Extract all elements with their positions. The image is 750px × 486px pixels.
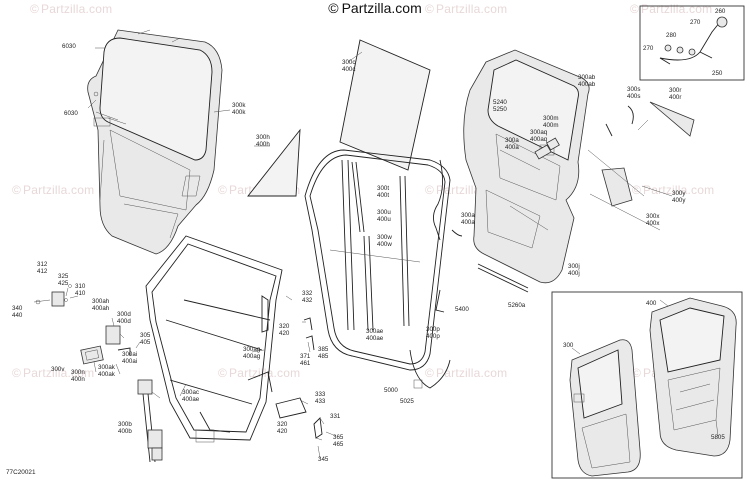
- part-label-340: 340 440: [12, 305, 23, 319]
- door-window-glass: [339, 39, 431, 171]
- door-inner-shell-right: [463, 49, 590, 284]
- part-label-5000: 5000: [384, 387, 398, 394]
- part-label-300d: 300d 400d: [117, 311, 131, 325]
- part-label-300n: 300n 400n: [71, 369, 85, 383]
- part-label-5400: 5400: [455, 306, 469, 313]
- copyright-symbol: ©: [328, 0, 339, 16]
- weather-strip: [477, 263, 529, 289]
- door-assembly-right: [649, 297, 737, 457]
- door-latch-rod: [137, 379, 163, 463]
- watermark: ©Partzilla.com: [12, 183, 95, 197]
- cover-panel: [601, 167, 633, 207]
- part-label-300v: 300v: [51, 366, 65, 373]
- diagram-reference-code: 77C20021: [6, 469, 36, 476]
- part-label-305: 305 405: [140, 332, 151, 346]
- part-label-332: 332 432: [302, 290, 313, 304]
- part-label-5260a: 5260a: [508, 302, 526, 309]
- door-outer-shell-left: [87, 29, 223, 255]
- part-label-6030: 6030: [64, 110, 78, 117]
- part-label-280: 280: [666, 32, 677, 39]
- part-label-320: 320 420: [279, 323, 290, 337]
- part-label-5025: 5025: [400, 398, 414, 405]
- part-label-325: 325 425: [58, 273, 69, 287]
- site-name: Partzilla.com: [341, 0, 422, 16]
- door-assembly-left: [569, 339, 641, 477]
- part-label-300a: 300a 400a: [505, 137, 519, 151]
- part-label-300ac: 300ac 400ae: [182, 389, 200, 403]
- part-label-300r: 300r 400r: [669, 87, 682, 101]
- part-label-270: 270: [643, 45, 654, 52]
- part-label-300m: 300m 400m: [543, 115, 559, 129]
- door-handle: [80, 345, 104, 365]
- part-label-300ae: 300ae 400ae: [366, 328, 384, 342]
- part-label-333: 333 433: [315, 391, 326, 405]
- part-label-300aq: 300aq 400aq: [530, 129, 548, 143]
- part-label-300: 300: [563, 342, 574, 349]
- part-label-300ai: 300ai 400ai: [122, 351, 138, 365]
- site-brand[interactable]: ©Partzilla.com: [0, 0, 750, 16]
- part-label-371: 371 461: [300, 353, 311, 367]
- latch-cable: [659, 16, 728, 65]
- part-label-310: 310 410: [75, 283, 86, 297]
- latch-hardware: [534, 105, 634, 160]
- part-label-300ab: 300ab 400ab: [578, 74, 596, 88]
- part-label-300ag: 300ag 400ag: [243, 346, 261, 360]
- part-label-270: 270: [690, 19, 701, 26]
- watermark: ©Partzilla.com: [425, 2, 508, 16]
- watermark: ©Partzilla.com: [425, 366, 508, 380]
- part-label-300ah: 300ah 400ah: [92, 298, 110, 312]
- part-label-250: 250: [712, 70, 723, 77]
- part-label-300b: 300b 400b: [118, 421, 132, 435]
- part-label-5240: 5240 5250: [493, 99, 507, 113]
- watermark: ©Partzilla.com: [30, 2, 113, 16]
- part-label-300u: 300u 400u: [377, 209, 391, 223]
- part-label-260: 260: [715, 8, 726, 15]
- part-label-300w: 300w 400w: [377, 234, 392, 248]
- inset-detail-assembly: [551, 291, 743, 479]
- part-label-345: 345: [318, 456, 329, 463]
- door-seal: [304, 149, 451, 371]
- part-label-320: 320 420: [277, 421, 288, 435]
- part-label-300h: 300h 400h: [256, 134, 270, 148]
- inset-detail-cable: [639, 5, 745, 81]
- part-label-300x: 300x 400x: [646, 213, 660, 227]
- door-frame-structure: [145, 235, 283, 443]
- part-label-365: 365 465: [333, 434, 344, 448]
- part-label-400: 400: [646, 300, 657, 307]
- trim-plate: [649, 101, 695, 137]
- part-label-331: 331: [330, 413, 341, 420]
- part-label-300k: 300k 400k: [232, 102, 246, 116]
- part-label-5805: 5805: [711, 434, 725, 441]
- part-label-6030: 6030: [62, 43, 76, 50]
- part-label-312: 312 412: [37, 261, 48, 275]
- part-label-300p: 300p 400p: [426, 326, 440, 340]
- part-label-300a: 300a 400a: [461, 212, 475, 226]
- wire-harness: [433, 159, 443, 241]
- part-label-300j: 300j 400j: [568, 263, 580, 277]
- part-label-300s: 300s 400s: [627, 86, 641, 100]
- watermark: ©Partzilla.com: [12, 366, 95, 380]
- quarter-glass: [247, 128, 301, 197]
- watermark: ©Partzilla.com: [630, 2, 713, 16]
- part-label-300y: 300y 400y: [672, 190, 686, 204]
- part-label-300c: 300c 400c: [342, 59, 356, 73]
- hinge-brackets: [35, 284, 323, 439]
- part-label-300ak: 300ak 400ak: [98, 364, 115, 378]
- part-label-300t: 300t 400t: [377, 185, 390, 199]
- part-label-385: 385 485: [318, 346, 329, 360]
